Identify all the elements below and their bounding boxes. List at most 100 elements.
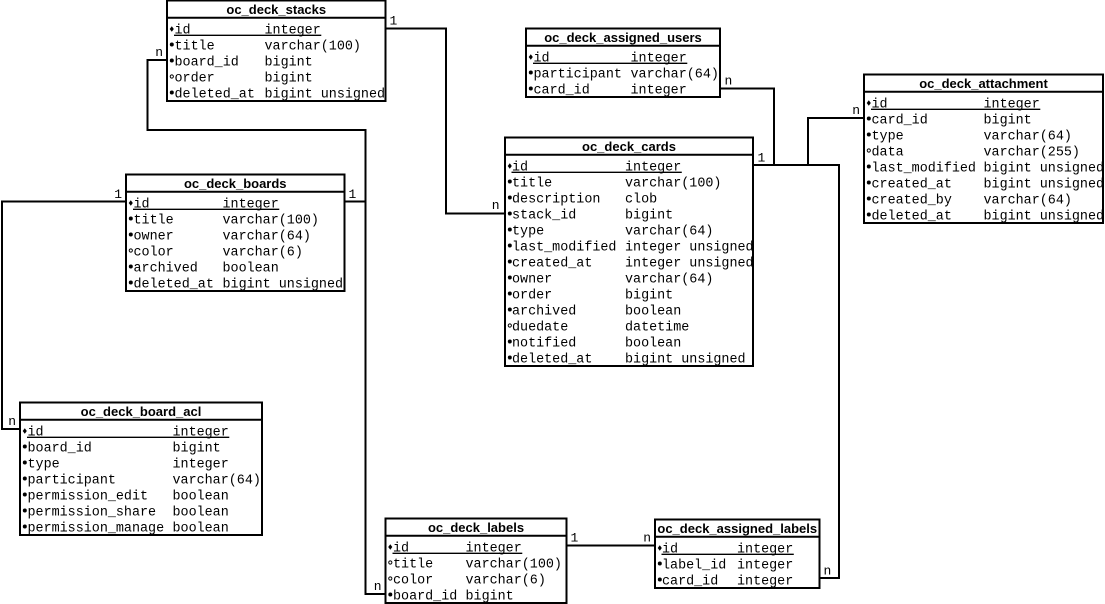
svg-text:boolean: boolean [173, 506, 229, 521]
svg-text:stack_id: stack_id [512, 209, 576, 224]
svg-text:label_id: label_id [662, 559, 726, 574]
svg-text:order: order [175, 72, 215, 87]
svg-text:order: order [512, 289, 552, 304]
svg-text:varchar(6): varchar(6) [466, 574, 546, 589]
svg-text:varchar(100): varchar(100) [466, 558, 562, 573]
svg-text:varchar(100): varchar(100) [265, 40, 361, 55]
svg-text:bigint: bigint [984, 114, 1032, 129]
svg-text:type: type [512, 225, 544, 240]
svg-text:owner: owner [134, 230, 174, 245]
svg-text:bigint unsigned: bigint unsigned [984, 178, 1105, 193]
svg-text:color: color [393, 574, 433, 589]
svg-text:boolean: boolean [173, 490, 229, 505]
svg-text:bigint: bigint [173, 442, 221, 457]
svg-text:notified: notified [512, 337, 576, 352]
svg-text:created_at: created_at [872, 178, 952, 193]
svg-text:varchar(64): varchar(64) [984, 194, 1072, 209]
svg-text:description: description [512, 193, 600, 208]
svg-text:n: n [725, 74, 733, 89]
svg-text:card_id: card_id [534, 84, 590, 99]
svg-text:owner: owner [512, 273, 552, 288]
svg-text:last_modified: last_modified [872, 162, 976, 177]
svg-text:bigint: bigint [625, 289, 673, 304]
svg-text:varchar(64): varchar(64) [984, 130, 1072, 145]
svg-text:oc_deck_cards: oc_deck_cards [582, 139, 676, 154]
svg-text:deleted_at: deleted_at [134, 278, 214, 293]
svg-text:card_id: card_id [662, 575, 718, 590]
svg-text:varchar(64): varchar(64) [173, 474, 261, 489]
svg-text:created_by: created_by [872, 194, 952, 209]
svg-text:varchar(100): varchar(100) [223, 214, 319, 229]
svg-text:id: id [872, 98, 888, 113]
svg-text:participant: participant [28, 474, 116, 489]
svg-text:integer: integer [223, 198, 279, 213]
svg-text:bigint unsigned: bigint unsigned [265, 88, 386, 103]
svg-text:oc_deck_board_acl: oc_deck_board_acl [81, 404, 202, 419]
svg-text:n: n [155, 45, 163, 60]
svg-text:clob: clob [625, 193, 657, 208]
svg-text:permission_manage: permission_manage [28, 522, 165, 537]
svg-text:oc_deck_boards: oc_deck_boards [184, 176, 287, 191]
svg-text:integer: integer [173, 426, 229, 441]
svg-text:integer: integer [737, 575, 793, 590]
svg-text:bigint unsigned: bigint unsigned [984, 162, 1105, 177]
svg-text:id: id [393, 542, 409, 557]
svg-text:deleted_at: deleted_at [512, 353, 592, 368]
svg-text:archived: archived [134, 262, 198, 277]
svg-text:archived: archived [512, 305, 576, 320]
svg-text:integer: integer [631, 84, 687, 99]
svg-text:integer: integer [737, 543, 793, 558]
svg-text:id: id [175, 24, 191, 39]
svg-text:title: title [134, 214, 174, 229]
svg-text:1: 1 [390, 14, 398, 29]
svg-text:bigint: bigint [265, 56, 313, 71]
svg-text:integer unsigned: integer unsigned [625, 257, 754, 272]
svg-text:integer: integer [466, 542, 522, 557]
svg-text:type: type [872, 130, 904, 145]
svg-text:oc_deck_stacks: oc_deck_stacks [226, 2, 326, 17]
svg-text:card_id: card_id [872, 114, 928, 129]
svg-text:deleted_at: deleted_at [175, 88, 255, 103]
svg-text:n: n [8, 414, 16, 429]
svg-text:id: id [512, 161, 528, 176]
svg-text:bigint unsigned: bigint unsigned [625, 353, 746, 368]
svg-text:integer: integer [737, 559, 793, 574]
svg-text:integer: integer [631, 52, 687, 67]
svg-text:boolean: boolean [173, 522, 229, 537]
svg-text:n: n [852, 103, 860, 118]
svg-text:title: title [512, 177, 552, 192]
svg-text:varchar(255): varchar(255) [984, 146, 1080, 161]
svg-text:id: id [134, 198, 150, 213]
svg-text:varchar(64): varchar(64) [631, 68, 719, 83]
svg-text:integer: integer [265, 24, 321, 39]
svg-text:bigint: bigint [625, 209, 673, 224]
svg-text:varchar(64): varchar(64) [223, 230, 311, 245]
svg-text:oc_deck_attachment: oc_deck_attachment [919, 76, 1048, 91]
svg-text:bigint: bigint [466, 590, 514, 604]
svg-text:color: color [134, 246, 174, 261]
svg-text:title: title [393, 558, 433, 573]
svg-text:data: data [872, 146, 904, 161]
svg-text:id: id [662, 543, 678, 558]
svg-text:boolean: boolean [625, 305, 681, 320]
svg-text:integer: integer [625, 161, 681, 176]
svg-text:varchar(64): varchar(64) [625, 225, 713, 240]
svg-text:id: id [28, 426, 44, 441]
svg-text:varchar(6): varchar(6) [223, 246, 303, 261]
svg-text:datetime: datetime [625, 321, 689, 336]
svg-text:varchar(64): varchar(64) [625, 273, 713, 288]
svg-text:board_id: board_id [28, 442, 92, 457]
svg-text:oc_deck_assigned_users: oc_deck_assigned_users [544, 30, 702, 45]
svg-text:n: n [643, 531, 651, 546]
svg-text:oc_deck_assigned_labels: oc_deck_assigned_labels [657, 521, 817, 536]
svg-text:1: 1 [349, 187, 357, 202]
svg-text:permission_edit: permission_edit [28, 490, 149, 505]
svg-text:integer: integer [173, 458, 229, 473]
svg-text:boolean: boolean [223, 262, 279, 277]
svg-text:board_id: board_id [393, 590, 457, 604]
svg-text:duedate: duedate [512, 321, 568, 336]
svg-text:oc_deck_labels: oc_deck_labels [428, 520, 524, 535]
svg-text:bigint unsigned: bigint unsigned [223, 278, 344, 293]
svg-text:participant: participant [534, 68, 622, 83]
svg-text:created_at: created_at [512, 257, 592, 272]
